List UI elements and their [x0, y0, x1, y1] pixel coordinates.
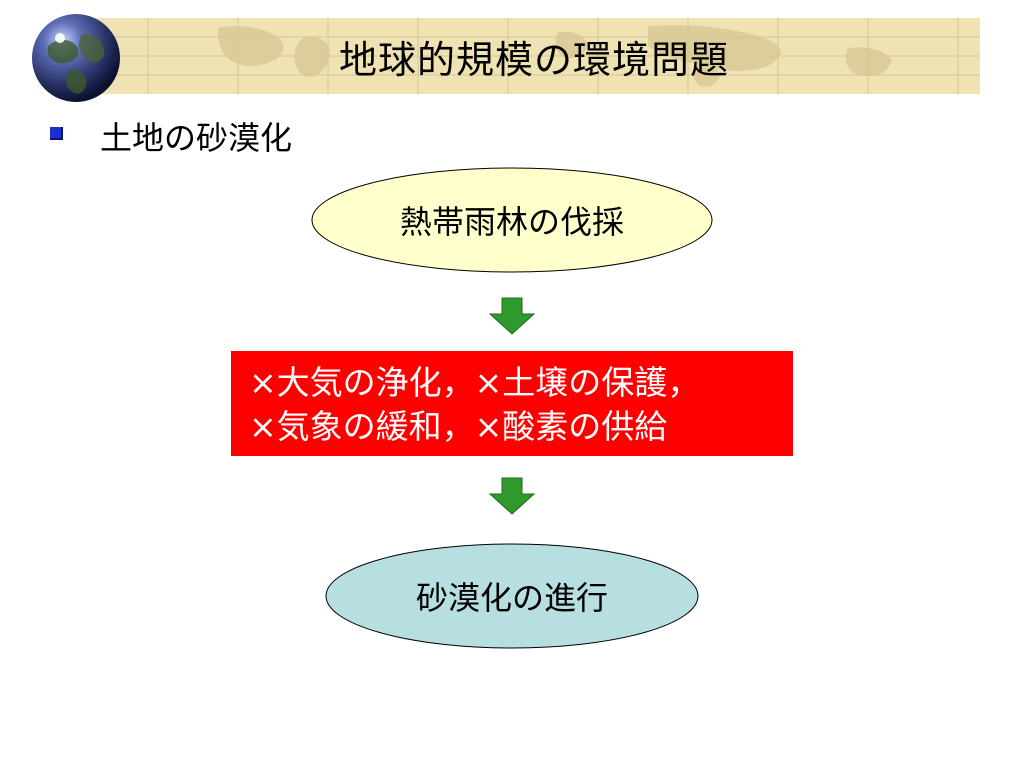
header-band	[88, 18, 980, 94]
effects-line: ×大気の浄化，×土壌の保護，	[249, 363, 701, 402]
effects-line: ×気象の緩和，×酸素の供給	[249, 407, 668, 446]
start-node-label: 熱帯雨林の伐採	[399, 203, 624, 241]
effects-box: ×大気の浄化，×土壌の保護， ×気象の緩和，×酸素の供給	[231, 351, 793, 456]
start-node-shape	[311, 167, 713, 273]
globe-icon	[32, 14, 120, 102]
world-map-background	[88, 18, 980, 94]
end-node-label: 砂漠化の進行	[415, 579, 608, 617]
down-arrow-icon	[488, 477, 536, 515]
down-arrow-icon	[488, 297, 536, 335]
bullet-square-icon	[50, 127, 63, 140]
bullet-text: 土地の砂漠化	[100, 119, 293, 157]
slide-title: 地球的規模の環境問題	[338, 37, 729, 82]
end-node-shape	[325, 543, 699, 649]
